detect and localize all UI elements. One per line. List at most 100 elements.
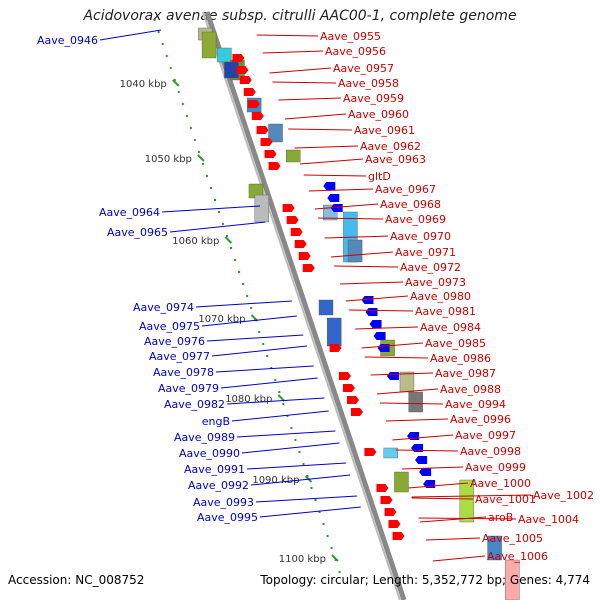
scale-dot [226, 235, 229, 237]
forward-gene-leader [379, 402, 444, 405]
forward-gene-leader [411, 494, 532, 498]
forward-gene-arrow [256, 126, 269, 134]
forward-gene-arrow [286, 216, 299, 224]
scale-dot [270, 367, 273, 369]
forward-gene-leader [340, 281, 404, 285]
scale-dot [209, 187, 212, 189]
scale-dot [173, 79, 176, 81]
forward-gene-leader [419, 516, 487, 523]
scale-dot [246, 295, 249, 297]
forward-gene-arrow [251, 112, 264, 120]
cog-track-block [408, 391, 423, 413]
cog-track-block [383, 447, 398, 459]
forward-gene-label: Aave_0973 [405, 276, 466, 289]
scale-tick [224, 236, 233, 244]
scale-tick-label: 1080 kbp [225, 394, 272, 405]
scale-dot [282, 403, 285, 405]
scale-dot [310, 487, 313, 489]
cog-track-block [394, 471, 409, 493]
forward-gene-arrow [351, 408, 364, 416]
reverse-gene-leader [236, 430, 336, 438]
reverse-gene-arrow [386, 372, 399, 380]
forward-gene-arrow [329, 344, 342, 352]
forward-gene-leader [284, 113, 347, 120]
forward-gene-label: Aave_0994 [445, 398, 506, 411]
reverse-gene-arrow [415, 456, 428, 464]
forward-gene-arrow [338, 372, 351, 380]
scale-dot [322, 523, 325, 525]
forward-gene-arrow [302, 264, 315, 272]
cog-track-block [254, 194, 270, 223]
forward-gene-leader [324, 235, 389, 239]
cog-track-block [505, 559, 520, 600]
forward-gene-leader [411, 497, 474, 500]
reverse-gene-label: Aave_0993 [193, 496, 254, 509]
reverse-gene-leader [99, 29, 162, 41]
scale-dot [234, 259, 237, 261]
reverse-gene-label: Aave_0976 [144, 335, 205, 348]
forward-gene-arrow [388, 520, 401, 528]
scale-tick-label: 1090 kbp [252, 475, 299, 486]
forward-gene-label: Aave_1004 [518, 513, 579, 526]
forward-gene-label: Aave_0984 [420, 321, 481, 334]
forward-gene-leader [418, 517, 517, 520]
forward-gene-arrow [342, 384, 355, 392]
forward-gene-label: gltD [368, 170, 391, 183]
scale-dot [326, 535, 329, 537]
scale-dot [230, 247, 233, 249]
forward-gene-label: Aave_0958 [338, 77, 399, 90]
forward-gene-arrow [384, 508, 397, 516]
forward-gene-label: Aave_0963 [365, 153, 426, 166]
scale-dot [193, 139, 196, 141]
forward-gene-arrow [247, 100, 260, 108]
forward-gene-leader [299, 158, 364, 165]
scale-dot [330, 547, 333, 549]
reverse-gene-label: Aave_0965 [107, 226, 168, 239]
cog-track-block [224, 61, 239, 79]
forward-gene-leader [318, 217, 384, 220]
scale-dot [238, 271, 241, 273]
reverse-gene-leader [231, 410, 329, 422]
scale-dot [205, 175, 208, 177]
forward-gene-leader [425, 537, 481, 541]
forward-gene-arrow [282, 204, 295, 212]
cog-track-block [327, 317, 342, 347]
scale-dot [250, 307, 253, 309]
forward-gene-leader [355, 326, 419, 330]
forward-gene-label: Aave_0961 [354, 124, 415, 137]
reverse-gene-leader [195, 300, 292, 308]
reverse-gene-label: Aave_0964 [99, 206, 160, 219]
scale-dot [161, 43, 164, 45]
reverse-gene-label: Aave_0974 [133, 301, 194, 314]
forward-gene-arrow [376, 484, 389, 492]
reverse-gene-leader [250, 474, 351, 486]
forward-gene-arrow [392, 532, 405, 540]
forward-gene-label: Aave_0959 [343, 92, 404, 105]
reverse-gene-arrow [373, 332, 386, 340]
forward-gene-leader [303, 174, 367, 177]
accession-text: Accession: NC_008752 [8, 573, 145, 587]
scale-tick [197, 154, 205, 162]
forward-gene-label: Aave_1001 [475, 493, 536, 506]
scale-tick-label: 1070 kbp [198, 314, 245, 325]
forward-gene-leader [345, 295, 409, 302]
forward-gene-leader [364, 356, 429, 359]
forward-gene-arrow [268, 162, 281, 170]
scale-dot [169, 67, 172, 69]
cog-track-block [217, 47, 232, 63]
forward-gene-label: Aave_0996 [450, 413, 511, 426]
reverse-gene-arrow [369, 320, 382, 328]
scale-dot [222, 223, 225, 225]
reverse-gene-label: Aave_0946 [37, 34, 98, 47]
scale-dot [185, 115, 188, 117]
forward-gene-label: aroB [488, 511, 513, 524]
backbone [204, 11, 407, 600]
reverse-gene-arrow [327, 194, 340, 202]
cog-track-block [399, 371, 415, 393]
forward-gene-label: Aave_1006 [487, 550, 548, 563]
forward-gene-label: Aave_0987 [435, 367, 496, 380]
scale-dot [266, 355, 269, 357]
reverse-gene-leader [161, 205, 261, 213]
reverse-gene-leader [201, 315, 297, 327]
